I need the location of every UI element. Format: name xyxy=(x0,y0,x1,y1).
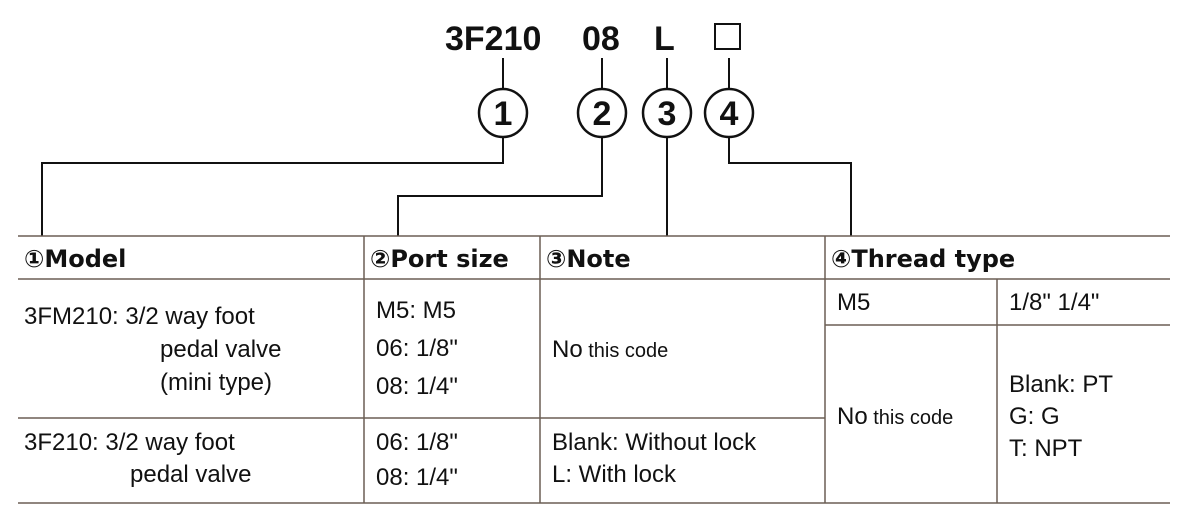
thread-bottom-left-suffix: this code xyxy=(868,407,954,429)
marker-4: 4 xyxy=(703,87,755,139)
thread-bottom-left-prefix: No xyxy=(837,403,868,430)
thread-bottom-right-line2: G: G xyxy=(1009,403,1060,430)
thread-bottom-right-line3: T: NPT xyxy=(1009,435,1083,462)
code-note: L xyxy=(654,20,675,58)
row1-port-line1: M5: M5 xyxy=(376,297,456,324)
connector-port-lower xyxy=(397,138,603,236)
marker-3: 3 xyxy=(641,87,693,139)
row2-note-line1: Blank: Without lock xyxy=(552,429,757,456)
header-note: ③Note xyxy=(546,245,631,273)
row1-model-line3: (mini type) xyxy=(160,369,272,396)
header-model: ①Model xyxy=(24,245,126,273)
row1-port-line3: 08: 1/4" xyxy=(376,373,458,400)
row2-note-line2: L: With lock xyxy=(552,461,677,488)
connector-model-lower xyxy=(41,138,504,236)
row1-note-suffix: this code xyxy=(583,340,669,362)
connector-lines xyxy=(41,58,852,236)
thread-top-right: 1/8" 1/4" xyxy=(1009,289,1099,316)
row2-port-line2: 08: 1/4" xyxy=(376,464,458,491)
row1-model-line1: 3FM210: 3/2 way foot xyxy=(24,303,255,330)
marker-1-label: 1 xyxy=(494,95,513,133)
thread-bottom-right-line1: Blank: PT xyxy=(1009,371,1113,398)
row2-model-line2: pedal valve xyxy=(130,461,251,488)
marker-2: 2 xyxy=(576,87,628,139)
marker-2-label: 2 xyxy=(593,95,612,133)
marker-4-label: 4 xyxy=(720,95,739,133)
row2-model-line1: 3F210: 3/2 way foot xyxy=(24,429,235,456)
table-grid xyxy=(18,235,1170,504)
marker-3-label: 3 xyxy=(658,95,677,133)
row1-model-line2: pedal valve xyxy=(160,336,281,363)
code-model: 3F210 xyxy=(445,20,541,58)
code-thread-box xyxy=(714,23,741,50)
row1-note-prefix: No xyxy=(552,336,583,363)
thread-top-left: M5 xyxy=(837,289,870,316)
code-port: 08 xyxy=(582,20,620,58)
row1-port-line2: 06: 1/8" xyxy=(376,335,458,362)
connector-thread-lower xyxy=(728,138,852,236)
row2-port-line1: 06: 1/8" xyxy=(376,429,458,456)
marker-1: 1 xyxy=(477,87,529,139)
header-thread-type: ④Thread type xyxy=(831,245,1015,273)
row1-note: No this code xyxy=(552,336,668,363)
header-port-size: ②Port size xyxy=(370,245,509,273)
thread-bottom-left: No this code xyxy=(837,403,953,430)
